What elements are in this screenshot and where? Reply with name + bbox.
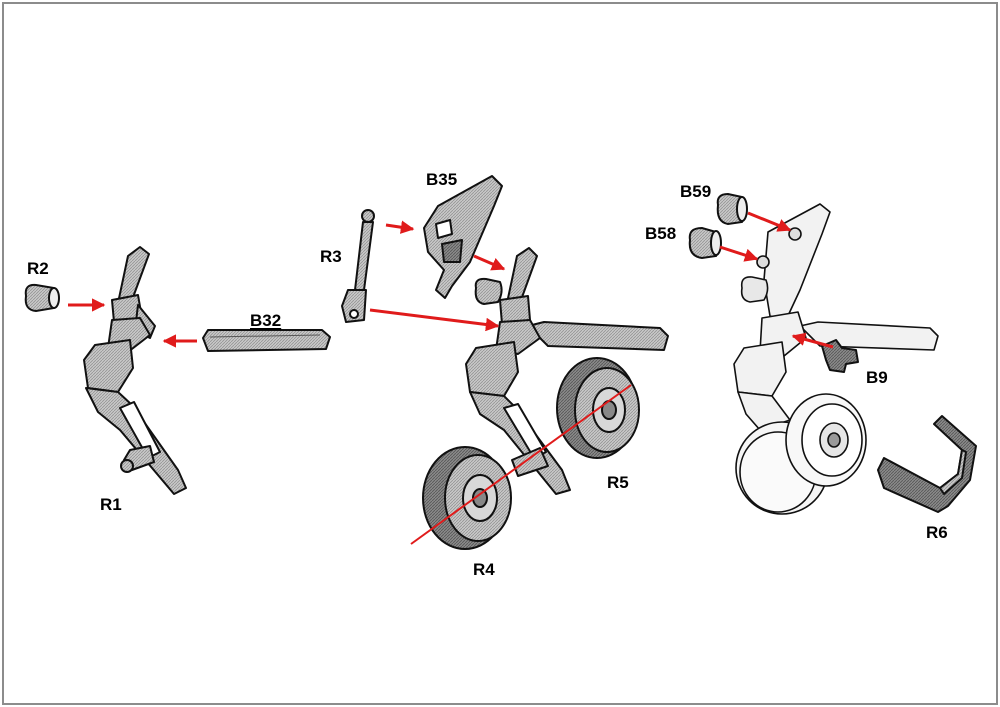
cap-b59 — [716, 192, 748, 226]
arrow-r3-to-strut — [369, 308, 500, 332]
cap-r2 — [24, 283, 60, 313]
arm-b32 — [202, 329, 331, 352]
rod-r3 — [341, 209, 375, 323]
label-b32: B32 — [250, 311, 282, 330]
cap-b58 — [688, 226, 722, 260]
label-r4: R4 — [473, 560, 495, 579]
label-b9: B9 — [866, 368, 888, 387]
wheel-r4 — [422, 446, 512, 550]
label-r1: R1 — [100, 495, 122, 514]
mudguard-r6 — [877, 415, 977, 513]
wheel-r5 — [556, 357, 640, 459]
strut-assembled-right — [733, 203, 939, 431]
label-r2: R2 — [27, 259, 49, 278]
label-b58: B58 — [645, 224, 677, 243]
arrow-b35-to-strut — [473, 254, 506, 271]
wheels-assembled-right — [735, 393, 867, 515]
arrow-b59-to-strut — [747, 211, 792, 232]
label-r5: R5 — [607, 473, 629, 492]
arrow-r3-to-b35 — [385, 220, 415, 234]
arrow-b9-to-strut — [791, 332, 834, 349]
assembly-arrows — [68, 211, 834, 349]
bracket-b35 — [423, 175, 503, 299]
label-b35: B35 — [426, 170, 458, 189]
arrow-b58-to-strut — [719, 245, 759, 262]
label-b59: B59 — [680, 182, 712, 201]
strut-assembled-middle — [465, 247, 669, 495]
axle-alignment-line — [410, 384, 632, 545]
strut-r1 — [83, 246, 187, 495]
label-r3: R3 — [320, 247, 342, 266]
label-r6: R6 — [926, 523, 948, 542]
